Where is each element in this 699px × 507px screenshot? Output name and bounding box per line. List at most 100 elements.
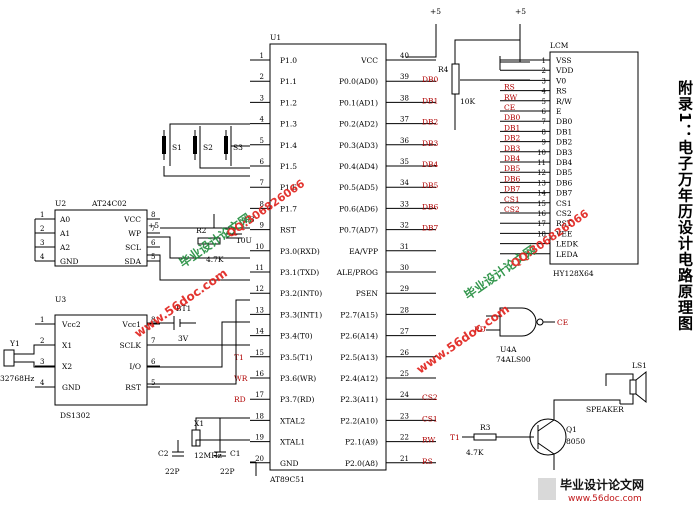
rtc-right-pin-num: 8 [151, 316, 155, 324]
eeprom-left-pin-num: 2 [40, 225, 44, 233]
battery-bt1: BT1 3V [147, 304, 196, 343]
mcu-left-pin-name: P3.3(INT1) [280, 310, 322, 319]
eeprom-left-pin-num: 1 [40, 211, 44, 219]
crystal-x1-value: 12MHz [194, 451, 222, 460]
resistor-r2 [197, 237, 221, 245]
mcu-part: AT89C51 [269, 475, 305, 484]
lcd-pin-name: DB0 [556, 117, 573, 126]
lcd-pin-num: 12 [537, 169, 546, 177]
mcu-left-pin-num: 8 [260, 200, 264, 208]
resistor-r3 [473, 433, 497, 441]
reset-circuit: R2 4.7K C3 10U +5 [148, 214, 255, 264]
mcu-right-pin-name: P2.4(A12) [340, 374, 378, 383]
mcu-left-pin-name: P3.6(WR) [280, 374, 316, 383]
battery-value: 3V [178, 334, 189, 343]
footer-logo-brand: 毕业设计论文网 [560, 477, 644, 492]
mcu-left-pin-num: 16 [255, 370, 264, 378]
rtc-right-pin-name: RST [125, 383, 141, 392]
mcu-left-pin-name: P1.2 [280, 98, 297, 107]
mcu-right-net: RS [422, 457, 433, 466]
lcd-pin-net: DB6 [504, 174, 521, 183]
lcd-pin-num: 18 [537, 230, 546, 238]
mcu-u1: U1 AT89C51 P1.01P1.12P1.23P1.34P1.45P1.5… [234, 33, 439, 484]
footer-logo: 毕业设计论文网 www.56doc.com [538, 477, 644, 504]
crystal-x1-label: X1 [194, 419, 204, 428]
mcu-right-pin-num: 38 [400, 94, 409, 102]
speaker-part: SPEAKER [586, 405, 624, 414]
mcu-left-pin-name: P1.4 [280, 141, 297, 150]
capacitor-c1-label: C1 [230, 449, 241, 458]
rtc-ref: U3 [55, 295, 66, 304]
mcu-left-pin-name: P3.1(TXD) [280, 268, 319, 277]
resistor-r2-label: R2 [196, 226, 207, 235]
capacitor-c2-label: C2 [158, 449, 169, 458]
eeprom-left-pin-name: A1 [59, 229, 70, 238]
rtc-right-pin-num: 6 [151, 358, 156, 366]
mcu-left-pin-num: 11 [255, 264, 264, 272]
lcd-pin-num: 2 [542, 67, 546, 75]
wiring: S1 S2 S3 R2 4.7K C3 10U [0, 7, 647, 476]
nand-ref: U4A [500, 345, 517, 354]
crystal-y1: Y1 32768Hz [0, 339, 55, 383]
mcu-right-pin-name: P0.6(AD6) [339, 204, 378, 213]
nand-body [499, 307, 537, 337]
eeprom-left-pin-num: 4 [40, 253, 45, 261]
mcu-right-pin-num: 34 [400, 179, 409, 187]
nand-bubble [536, 318, 544, 326]
lcd-pin-name: DB5 [556, 168, 573, 177]
lcd-pin-net: DB1 [504, 123, 520, 132]
mcu-right-pin-name: P0.5(AD5) [339, 183, 378, 192]
crystal-y1-value: 32768Hz [0, 374, 34, 383]
lcd-pin-net: CS2 [504, 205, 520, 214]
rtc-left-pin-num: 2 [40, 337, 44, 345]
rtc-right-pin-name: Vcc1 [121, 320, 141, 329]
lcd-pin-name: CS2 [556, 209, 572, 218]
mcu-body [269, 43, 387, 471]
rtc-right-pin-num: 7 [151, 337, 155, 345]
mcu-left-pin-num: 10 [255, 243, 264, 251]
capacitor-c2-value: 22P [165, 467, 180, 476]
switch-s3-plunger [224, 136, 228, 154]
mcu-right-pin-name: P2.7(A15) [340, 310, 378, 319]
lcd-pin-net: DB2 [504, 134, 521, 143]
mcu-left-pin-name: P3.0(RXD) [280, 247, 320, 256]
mcu-left-pin-num: 12 [255, 285, 264, 293]
lcd-pin-name: VSS [555, 56, 572, 65]
mcu-left-pin-num: 7 [260, 179, 264, 187]
mcu-left-pin-num: 1 [260, 52, 264, 60]
footer-logo-site: www.56doc.com [568, 494, 642, 504]
mcu-left-pin-num: 3 [260, 94, 264, 102]
nand-gate-u4a: RD CE U4A 74ALS00 [474, 307, 568, 364]
mcu-right-pin-num: 32 [400, 222, 409, 230]
mcu-left-pin-num: 2 [260, 73, 264, 81]
mcu-left-pin-name: P3.4(T0) [280, 332, 313, 341]
r3-net: T1 [450, 433, 460, 442]
mcu-right-pin-num: 36 [400, 137, 409, 145]
switch-s2-plunger [193, 136, 197, 154]
mcu-left-pin-name: P1.7 [280, 204, 297, 213]
mcu-left-pin-num: 15 [255, 349, 264, 357]
mcu-left-pin-name: P1.1 [280, 77, 297, 86]
mcu-ref: U1 [270, 33, 281, 42]
mcu-left-pin-name: XTAL1 [280, 438, 305, 447]
transistor-label: Q1 [566, 425, 577, 434]
mcu-right-pin-name: P2.3(A11) [340, 395, 378, 404]
mcu-right-pin-name: P2.2(A10) [340, 416, 378, 425]
buzzer-driver: T1 R3 4.7K Q1 8050 LS1 SPEAKER [450, 361, 647, 470]
eeprom-right-pin-name: SCL [125, 243, 141, 252]
mcu-right-pin-num: 37 [400, 116, 409, 124]
lcd-pin-name: CS1 [556, 199, 572, 208]
mcu-right-net: DB1 [422, 96, 438, 105]
mcu-right-pin-num: 24 [400, 391, 409, 399]
lcd-pin-net: CS1 [504, 195, 520, 204]
mcu-right-net: DB7 [422, 224, 439, 233]
eeprom-right-pin-num: 5 [151, 253, 155, 261]
lcd-pin-num: 13 [537, 179, 546, 187]
rtc-right-pin-name: I/O [129, 362, 141, 371]
eeprom-left-pin-name: A0 [59, 215, 70, 224]
eeprom-part: AT24C02 [91, 199, 127, 208]
rtc-part: DS1302 [60, 411, 90, 420]
